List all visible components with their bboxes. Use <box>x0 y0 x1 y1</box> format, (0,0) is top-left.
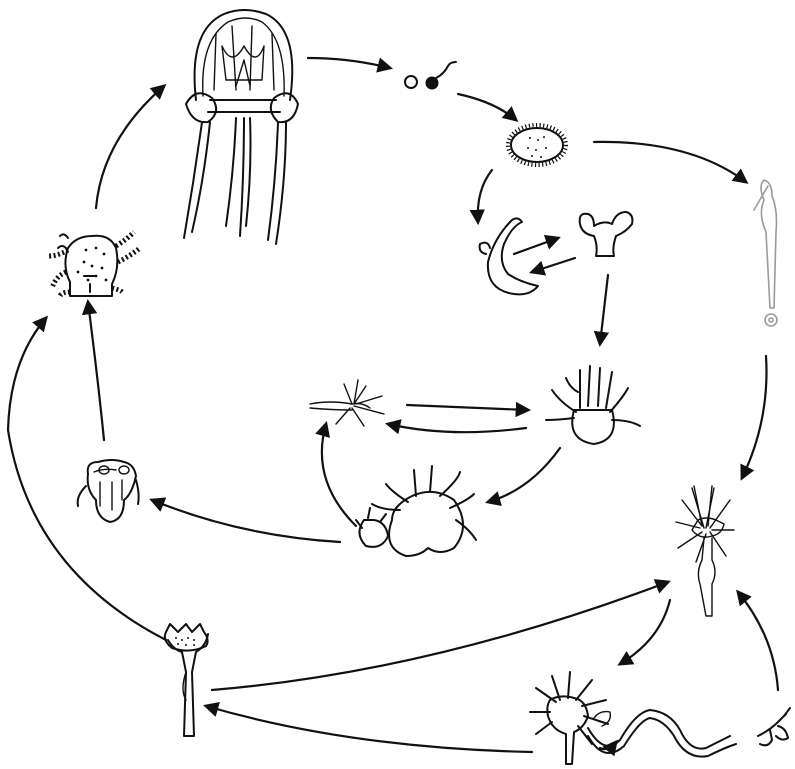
budding-polyp-icon <box>356 466 476 556</box>
arrow-stolon-to-young-medusa <box>206 706 532 752</box>
arrow-tentacled-to-budding <box>488 448 560 502</box>
creeping-polyp-icon <box>480 218 538 294</box>
egg-and-sperm-icon <box>405 62 456 89</box>
arrow-small-bud-to-stalked-polyp <box>738 592 778 690</box>
arrow-young-medusa-to-stalked-polyp <box>212 582 668 690</box>
arrow-medusa-to-gametes <box>308 58 390 68</box>
arrow-planula-to-creeping-polyp <box>478 170 492 222</box>
tentacled-polyp-icon <box>546 366 640 444</box>
arrow-budding-to-swimming <box>322 424 356 526</box>
young-medusa-icon <box>165 624 208 736</box>
free-swimming-polyp-icon <box>310 380 384 426</box>
arrow-planula-to-stalked-larva <box>594 142 746 182</box>
arrow-budding-to-metamorphosing <box>152 500 340 542</box>
young-polyp-icon <box>580 212 633 256</box>
arrow-swimming-to-tentacled <box>407 405 528 410</box>
arrow-gametes-to-planula <box>458 94 516 120</box>
stalked-larva-icon <box>754 180 777 326</box>
arrow-young-polyp-to-creeping <box>532 258 575 272</box>
small-bud-icon <box>758 708 790 745</box>
stalked-polyp-icon <box>676 486 734 616</box>
arrows <box>8 58 778 752</box>
arrow-young-polyp-to-tentacled <box>600 275 608 344</box>
arrow-creeping-to-young-polyp <box>514 238 558 254</box>
arrow-stalked-polyp-to-stolon <box>620 600 670 664</box>
arrow-metamorphosing-to-juvenile <box>88 302 104 440</box>
box-jellyfish-medusa-icon <box>184 10 298 244</box>
stolon-colony-icon <box>530 672 736 764</box>
ciliated-planula-larva-icon <box>508 125 566 165</box>
juvenile-medusa-icon <box>48 232 140 296</box>
arrow-stalked-larva-to-polyp <box>742 356 767 478</box>
arrow-juvenile-to-medusa <box>96 86 164 208</box>
metamorphosing-polyp-icon <box>78 460 139 522</box>
arrow-tentacled-to-swimming <box>388 424 526 432</box>
